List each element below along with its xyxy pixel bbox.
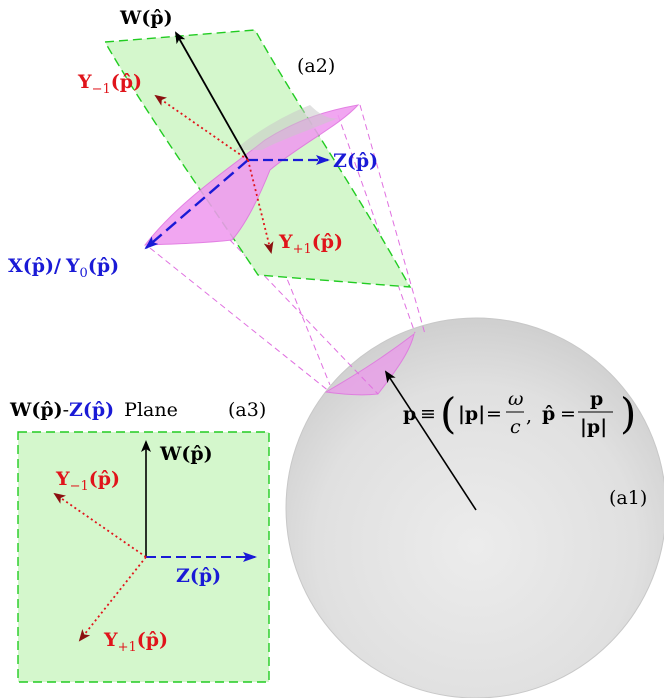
label-y-minus1-a2: Y−1(p̂) bbox=[77, 71, 142, 97]
panel-label-a3: (a3) bbox=[228, 399, 266, 421]
svg-text:p̂: p̂ bbox=[542, 403, 555, 425]
momentum-equation: p ≡ ( |p| = ω c , p̂ = p |p| ) bbox=[403, 388, 636, 438]
svg-text:): ) bbox=[620, 389, 636, 438]
svg-text:=: = bbox=[560, 403, 576, 425]
p-vector bbox=[384, 370, 477, 511]
label-w-a3: W(p̂) bbox=[159, 443, 213, 465]
label-y-plus1-a2: Y+1(p̂) bbox=[278, 231, 343, 257]
svg-text:(: ( bbox=[440, 389, 456, 438]
label-y-minus1-a3: Y−1(p̂) bbox=[55, 468, 120, 494]
label-z-a2: Z(p̂) bbox=[333, 150, 378, 172]
y-minus1-vector-a2 bbox=[154, 94, 249, 161]
w-vector-a2 bbox=[175, 31, 249, 161]
label-w-a2: W(p̂) bbox=[119, 7, 173, 29]
svg-text:c: c bbox=[510, 416, 521, 438]
svg-text:=: = bbox=[486, 403, 502, 425]
sphere-patch bbox=[324, 332, 415, 396]
svg-text:|p|: |p| bbox=[458, 403, 485, 425]
label-y-plus1-a3: Y+1(p̂) bbox=[103, 629, 168, 655]
patch-a2-grey bbox=[235, 105, 338, 150]
x-vector-a2 bbox=[144, 159, 249, 250]
svg-text:p: p bbox=[403, 403, 416, 425]
svg-text:p: p bbox=[590, 388, 603, 410]
svg-text:,: , bbox=[526, 405, 532, 427]
label-x-y0-a2: X(p̂)/Y0(p̂) bbox=[8, 255, 119, 281]
y-minus1-vector-a3 bbox=[53, 492, 147, 558]
panel-label-a1: (a1) bbox=[609, 487, 647, 509]
svg-text:≡: ≡ bbox=[420, 403, 436, 425]
y-plus1-vector-a2 bbox=[247, 159, 274, 254]
svg-text:ω: ω bbox=[508, 388, 524, 410]
label-z-a3: Z(p̂) bbox=[176, 565, 221, 587]
panel-label-a2: (a2) bbox=[297, 55, 335, 77]
plane-title-a3: W(p̂)-Z(p̂)Plane bbox=[9, 399, 178, 421]
svg-text:|p|: |p| bbox=[580, 416, 607, 438]
